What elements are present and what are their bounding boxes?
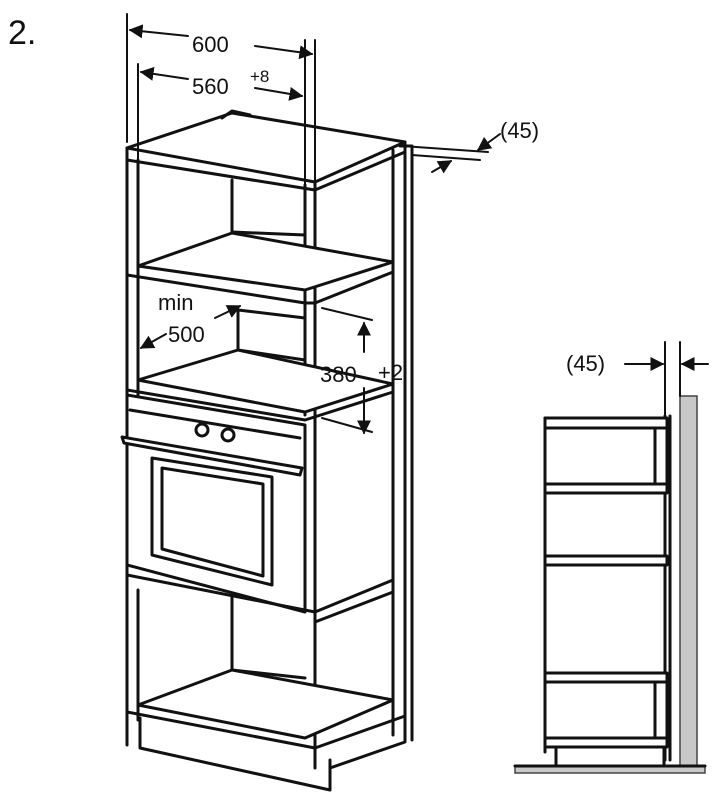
section-upper-box — [653, 426, 669, 488]
plinth — [138, 716, 332, 792]
dim-width-560-tolerance: +8 — [250, 67, 269, 86]
dim-width-600: 600 — [192, 32, 229, 57]
height-ext-top — [321, 307, 373, 321]
cabinet-right-side — [328, 140, 407, 770]
depth-min-label: min — [158, 290, 193, 315]
rear-gap-arrow-top — [476, 133, 501, 151]
dim-560-arrow-right — [254, 86, 304, 101]
tall-cabinet: 600 560 +8 (45) min 500 380 +2 — [120, 13, 539, 792]
upper-shelf-front — [125, 270, 395, 305]
section-plinth — [554, 745, 666, 768]
cabinet-bottom-front — [125, 710, 407, 750]
bottom-compartment-floor — [136, 668, 395, 740]
dim-600-arrow-right — [254, 45, 314, 60]
height-opening-tolerance: +2 — [378, 360, 403, 385]
depth-arrow-front — [139, 333, 167, 349]
dim-600-arrow-left — [128, 24, 189, 39]
oven-knob-left — [194, 422, 210, 438]
oven-knob-right — [220, 427, 236, 443]
section-top-board — [543, 416, 669, 430]
upper-back-panel — [230, 178, 307, 237]
wall — [679, 395, 698, 769]
oven-window-inner — [160, 466, 265, 578]
depth-min-value: 500 — [168, 322, 205, 347]
oven-control-panel-edge — [128, 408, 302, 440]
section-middle-shelf — [543, 554, 669, 567]
rear-gap-arrow-bottom — [431, 160, 453, 174]
step-number: 2. — [8, 14, 36, 52]
oven-handle — [120, 435, 304, 477]
section-lower-box — [653, 680, 669, 742]
section-lower-shelf — [543, 671, 669, 684]
section-upper-shelf — [543, 482, 669, 495]
depth-arrow-back — [214, 305, 242, 319]
side-section-view: (45) — [513, 341, 709, 774]
lower-shelf-edge — [313, 590, 395, 624]
lower-shelf-front — [125, 573, 395, 614]
dim-560-arrow-left — [139, 66, 189, 81]
rear-gap-label: (45) — [500, 118, 539, 143]
rear-gap-line-a — [401, 145, 489, 153]
rear-gap-line-b — [411, 154, 481, 161]
oven — [120, 393, 307, 614]
cabinet-top-back-rim — [220, 109, 252, 120]
niche-floor — [136, 348, 395, 414]
oven-front — [125, 393, 307, 614]
upper-shelf — [136, 231, 395, 292]
cabinet-top — [125, 111, 407, 184]
height-opening-value: 380 — [320, 362, 357, 387]
oven-window-outer — [150, 456, 274, 587]
dim-width-560: 560 — [192, 74, 229, 99]
niche-back-top — [236, 308, 307, 320]
side-gap-label: (45) — [566, 351, 605, 376]
